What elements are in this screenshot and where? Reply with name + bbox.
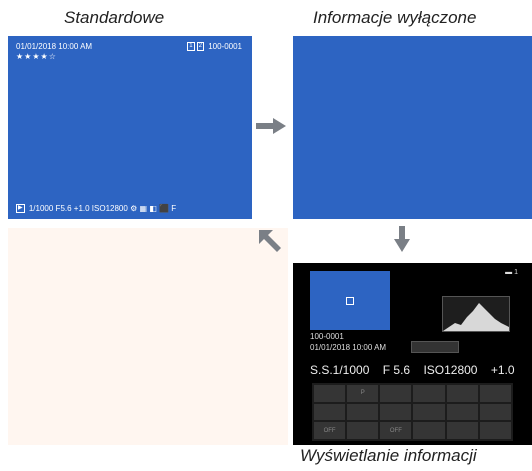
arrow-up-left-icon	[259, 230, 281, 252]
card-slot-2-icon: 2	[196, 42, 204, 52]
settings-grid-cell	[314, 385, 346, 402]
datetime-text: 01/01/2018 10:00 AM	[16, 42, 93, 51]
settings-grid-cell	[413, 403, 445, 421]
settings-grid-cell	[314, 403, 346, 421]
shutter-speed: S.S.1/1000	[310, 363, 370, 377]
aperture: F 5.6	[382, 363, 411, 377]
settings-grid-cell	[479, 385, 511, 402]
histogram	[442, 296, 510, 332]
battery-indicator: ▬ 1	[505, 269, 518, 276]
arrow-down-icon	[394, 226, 410, 252]
caption-standard: Standardowe	[64, 8, 165, 27]
settings-grid-cell	[380, 385, 412, 402]
exposure-info-text: 1/1000 F5.6 +1.0 ISO12800	[28, 203, 128, 213]
settings-grid-cell	[347, 422, 379, 439]
settings-grid-cell	[446, 403, 478, 421]
shaded-field	[411, 341, 459, 353]
exposure-readout: S.S.1/1000 F 5.6 ISO12800 +1.0	[310, 363, 525, 377]
settings-grid-cell	[380, 403, 412, 421]
info-display-panel: ▬ 1 100-0001 01/01/2018 10:00 AM S.S.1/1…	[293, 263, 532, 445]
settings-grid-cell	[479, 403, 511, 421]
datetime-text: 01/01/2018 10:00 AM	[310, 343, 387, 352]
settings-grid-cell	[446, 385, 478, 402]
exposure-info-bar: ▶ 1/1000 F5.6 +1.0 ISO12800 ⚙ ▦ ◧ ⬛ F	[16, 204, 176, 213]
settings-grid-cell	[347, 403, 379, 421]
settings-grid-cell: OFF	[380, 422, 412, 439]
settings-grid-cell: OFF	[314, 422, 346, 439]
settings-grid-cell: P	[347, 385, 379, 402]
info-off-panel	[293, 36, 532, 219]
playback-icon: ▶	[16, 204, 25, 213]
settings-grid-cell	[413, 385, 445, 402]
rating-stars: ★★★★☆	[16, 52, 57, 61]
settings-grid-cell	[446, 422, 478, 439]
iso: ISO12800	[423, 363, 478, 377]
exposure-compensation: +1.0	[490, 363, 515, 377]
settings-icons: ⚙ ▦ ◧ ⬛ F	[130, 203, 177, 213]
caption-info-off: Informacje wyłączone	[313, 8, 477, 27]
focus-frame-icon	[346, 297, 354, 305]
settings-grid: P OFF OFF	[312, 383, 513, 441]
frame-number: 100-0001	[208, 42, 242, 51]
caption-info-on: Wyświetlanie informacji	[300, 446, 477, 465]
settings-grid-cell	[479, 422, 511, 439]
frame-number: 100-0001	[310, 332, 344, 341]
card-slot-1-icon: 1	[187, 42, 195, 52]
empty-panel	[8, 228, 288, 445]
settings-grid-cell	[413, 422, 445, 439]
arrow-right-icon	[256, 118, 286, 134]
image-thumbnail	[310, 271, 390, 330]
